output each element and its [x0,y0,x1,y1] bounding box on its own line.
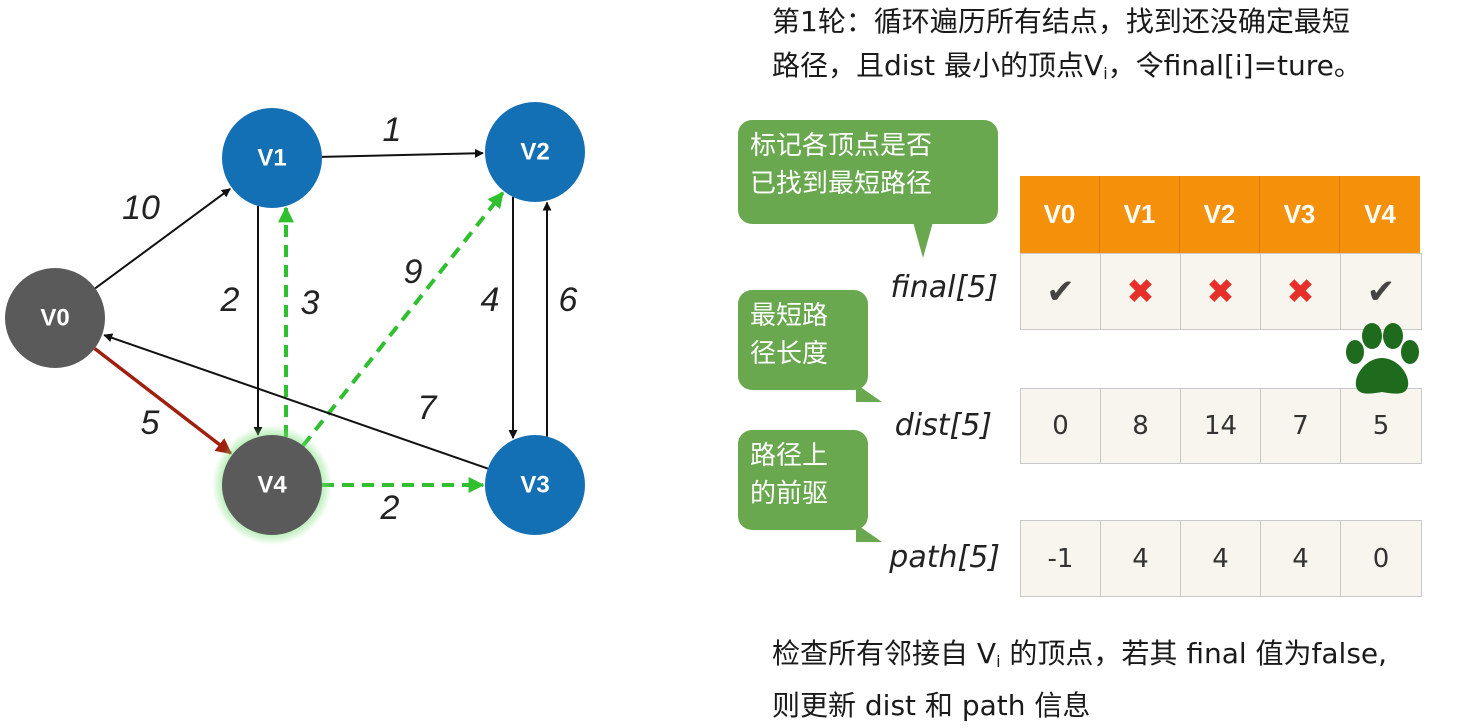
node-v3-label: V3 [520,471,549,498]
node-v2-label: V2 [520,138,549,165]
round-description-line2: 路径，且dist 最小的顶点Vi，令final[i]=ture。 [772,49,1362,83]
final-row: ✔ ✖ ✖ ✖ ✔ [1020,253,1422,330]
path-row-label: path[5] [889,540,1000,575]
edge-weight-v1-v4: 2 [220,281,240,319]
path-cell-v2: 4 [1181,521,1261,596]
path-cell-v4: 0 [1341,521,1421,596]
header-cell-v2: V2 [1180,176,1260,253]
paw-toe-4 [1401,340,1419,364]
header-cell-v0: V0 [1020,176,1100,253]
final-cell-v4: ✔ [1341,254,1421,329]
final-cell-v2: ✖ [1181,254,1261,329]
node-v2 [485,102,585,202]
final-callout: 标记各顶点是否 已找到最短路径 [738,120,998,258]
final-callout-line1: 标记各顶点是否 [750,131,933,161]
path-callout: 路径上 的前驱 [738,430,882,542]
node-v1 [222,108,322,208]
update-description: 检查所有邻接自 Vi 的顶点，若其 final 值为false, 则更新 dis… [772,632,1458,728]
paw-toe-3 [1383,323,1403,349]
edge-v0-v4 [93,347,233,455]
dist-cell-v3: 7 [1261,389,1341,463]
path-cell-v0: -1 [1021,521,1101,596]
edge-weight-v4-v2: 9 [404,253,423,291]
edge-v4-v2 [301,191,505,448]
header-cell-v3: V3 [1260,176,1340,253]
edge-v3-v0 [103,333,489,470]
update-description-line2: 则更新 dist 和 path 信息 [772,689,1091,722]
edge-weight-v4-v1: 3 [301,284,320,322]
round-description: 第1轮：循环遍历所有结点，找到还没确定最短 路径，且dist 最小的顶点Vi，令… [772,0,1452,96]
final-cell-v1: ✖ [1101,254,1181,329]
weights-layer: 10 1 2 3 9 4 6 7 5 2 [122,111,577,527]
edge-weight-v0-v4: 5 [141,404,160,442]
edge-v0-v1 [94,188,231,290]
header-cell-v1: V1 [1100,176,1180,253]
node-v3 [485,435,585,535]
node-v1-label: V1 [257,144,286,171]
path-cell-v3: 4 [1261,521,1341,596]
dist-cell-v0: 0 [1021,389,1101,463]
node-v0-label: V0 [40,304,69,331]
update-description-line1: 检查所有邻接自 Vi 的顶点，若其 final 值为false, [772,637,1388,671]
node-v4 [222,435,322,535]
edge-weight-v4-v3: 2 [380,489,400,527]
header-cell-v4: V4 [1340,176,1420,253]
dist-callout: 最短路 径长度 [738,290,882,402]
edge-weight-v0-v1: 10 [122,189,160,227]
dist-callout-line2: 径长度 [750,339,829,369]
dist-row: 0 8 14 7 5 [1020,388,1422,464]
edge-weight-v1-v2: 1 [383,111,402,149]
dist-cell-v2: 14 [1181,389,1261,463]
paw-toe-2 [1362,323,1382,349]
dist-callout-line1: 最短路 [750,301,829,331]
paw-icon [1346,323,1419,394]
vertex-header-row: V0 V1 V2 V3 V4 [1020,176,1420,253]
edge-weight-v2-v3: 4 [481,281,500,319]
dist-row-label: dist[5] [894,408,992,443]
edges-layer [93,148,552,493]
paw-toe-1 [1346,340,1364,364]
node-v0 [5,268,105,368]
dist-cell-v1: 8 [1101,389,1181,463]
final-cell-v0: ✔ [1021,254,1101,329]
final-callout-line2: 已找到最短路径 [750,169,933,199]
round-description-line1: 第1轮：循环遍历所有结点，找到还没确定最短 [772,5,1350,38]
path-callout-line2: 的前驱 [750,479,829,509]
edge-weight-v3-v2: 6 [559,281,578,319]
edge-weight-v3-v0: 7 [418,389,438,427]
node-v4-label: V4 [257,471,287,498]
path-cell-v1: 4 [1101,521,1181,596]
dist-cell-v4: 5 [1341,389,1421,463]
path-row: -1 4 4 4 0 [1020,520,1422,597]
final-row-label: final[5] [890,270,998,305]
edge-v1-v2 [321,148,484,158]
final-cell-v3: ✖ [1261,254,1341,329]
path-callout-line1: 路径上 [750,441,829,471]
paw-pad [1355,358,1409,394]
